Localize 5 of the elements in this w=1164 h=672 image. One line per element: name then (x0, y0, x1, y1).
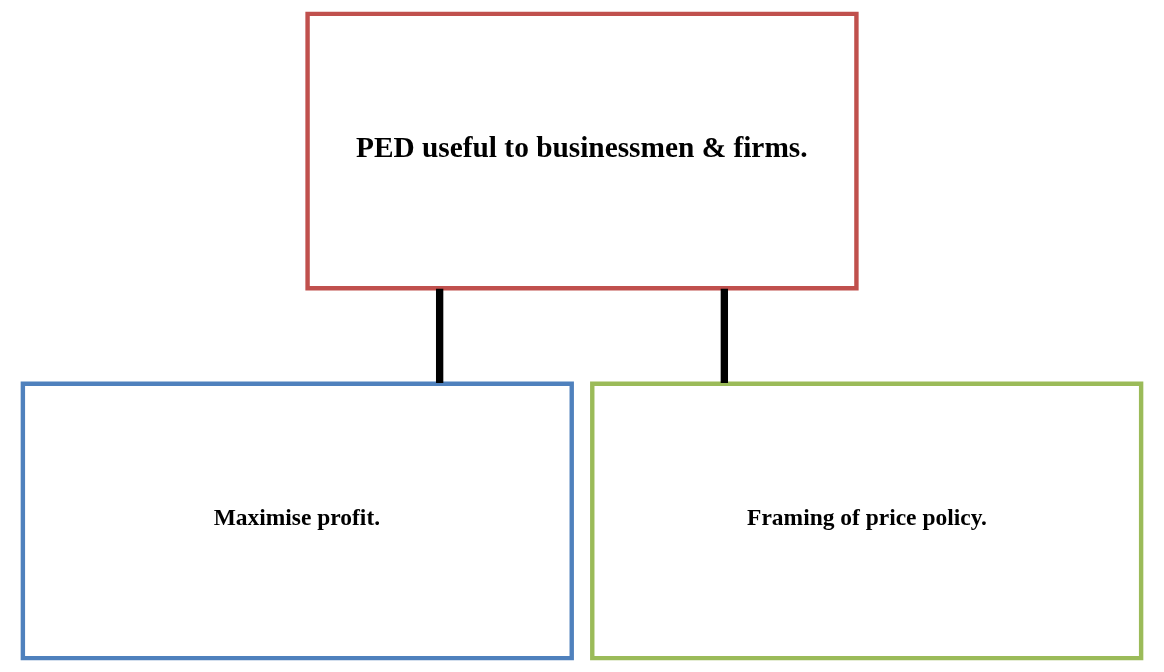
node-box: PED useful to businessmen & firms. (305, 11, 859, 291)
connector (720, 288, 728, 384)
node-box: Framing of price policy. (590, 381, 1144, 661)
connector (435, 288, 444, 384)
node-box: Maximise profit. (20, 381, 574, 661)
